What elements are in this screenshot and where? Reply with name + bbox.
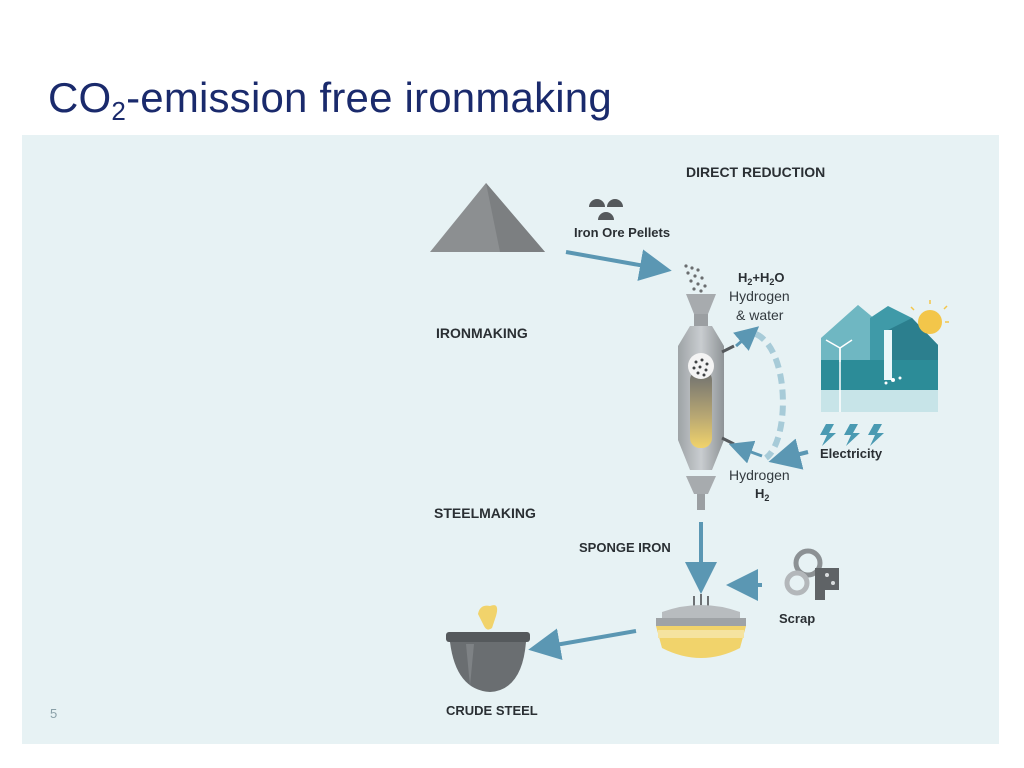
label-scrap: Scrap [779, 611, 816, 626]
formula-plus-h: +H [752, 270, 770, 285]
arrow-gas-out [733, 326, 760, 351]
label-hydrogen: Hydrogen [729, 467, 790, 483]
label-h2-h2o: H2+H2O [738, 270, 785, 287]
formula-sub-2b: 2 [769, 277, 775, 287]
falling-pellets [684, 264, 707, 293]
arrow-electricity-to-hydrogen [768, 438, 809, 470]
recirculation-loop [754, 331, 786, 461]
formula-h: H [738, 270, 748, 285]
ore-pile-icon [430, 183, 545, 252]
label-direct-reduction: DIRECT REDUCTION [686, 164, 826, 180]
label-sponge-iron: SPONGE IRON [579, 540, 671, 555]
title-prefix: CO [48, 74, 112, 121]
title-subscript: 2 [111, 96, 127, 126]
ladle-icon [446, 605, 530, 692]
slide-title: CO2-emission free ironmaking [48, 74, 612, 127]
formula-h-bottom: H [755, 486, 765, 501]
electric-arc-furnace-icon [656, 594, 746, 658]
renewables-landscape-icon [821, 300, 949, 412]
label-ironmaking: IRONMAKING [436, 325, 528, 341]
pellets-icon [589, 199, 623, 220]
label-steelmaking: STEELMAKING [434, 505, 536, 521]
scrap-icon [784, 548, 839, 600]
label-electricity: Electricity [820, 446, 883, 461]
label-hydrogen-water-line1: Hydrogen [729, 288, 790, 304]
formula-o: O [774, 270, 785, 285]
label-crude-steel: CRUDE STEEL [446, 703, 538, 718]
shaft-furnace-icon [678, 294, 735, 510]
page-number: 5 [50, 706, 58, 721]
title-suffix: -emission free ironmaking [126, 74, 612, 121]
formula-sub-2: 2 [747, 277, 753, 287]
arrow-furnace-to-ladle [528, 628, 637, 661]
label-hydrogen-water-line2: & water [736, 307, 784, 323]
formula-sub-2-bottom: 2 [764, 493, 770, 503]
lightning-icon [820, 424, 884, 446]
label-h2: H2 [755, 486, 769, 503]
label-iron-ore-pellets: Iron Ore Pellets [574, 225, 671, 240]
arrow-pellets-to-furnace [565, 249, 672, 281]
arrow-gas-in [728, 440, 763, 464]
